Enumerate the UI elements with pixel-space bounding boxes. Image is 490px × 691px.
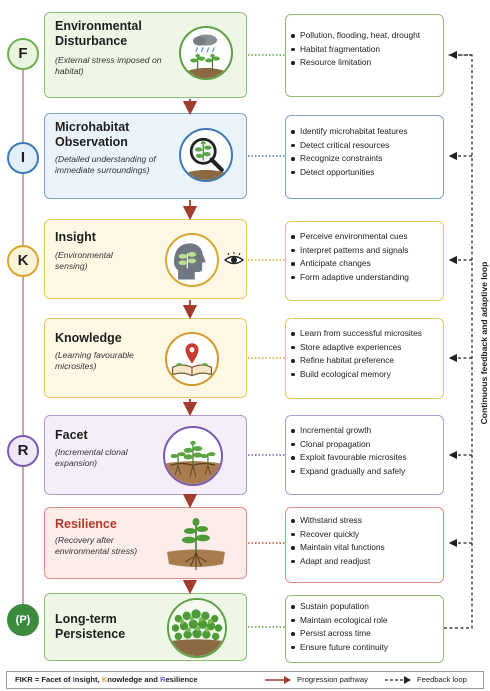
stage-environmental-disturbance: Environmental Disturbance (External stre… (44, 12, 247, 98)
letter-k-circle: K (7, 245, 39, 277)
legend-knowledge-initial: K (101, 675, 108, 684)
legend-progression-arrow-icon (265, 676, 291, 684)
legend-feedback-arrow-icon (385, 676, 411, 684)
list-item: Refine habitat preference (286, 354, 443, 368)
list-item: Detect opportunities (286, 166, 443, 180)
list-item: Recognize constraints (286, 152, 443, 166)
stage-knowledge: Knowledge (Learning favourable microsite… (44, 318, 247, 398)
letter-i-circle: I (7, 142, 39, 174)
list-item: Store adaptive experiences (286, 341, 443, 355)
legend-progression-label: Progression pathway (297, 675, 368, 684)
stage-microhabitat-observation: Microhabitat Observation (Detailed under… (44, 113, 247, 199)
dense-plant-population-icon (167, 598, 227, 658)
list-item: Ensure future continuity (286, 641, 443, 655)
legend: FIKR = Facet of Insight, Knowledge and R… (6, 671, 484, 689)
list-item: Clonal propagation (286, 438, 443, 452)
stage-subtitle: (Environmental sensing) (55, 250, 113, 271)
stage-title: Insight (55, 230, 96, 244)
legend-insight-initial: I (72, 675, 75, 684)
bullets-microhabitat-observation: Identify microhabitat features Detect cr… (285, 115, 444, 199)
list-item: Maintain vital functions (286, 541, 443, 555)
legend-prefix: FIKR = Facet of (15, 675, 73, 684)
list-item: Perceive environmental cues (286, 230, 443, 244)
feedback-loop-line (444, 54, 473, 629)
list-item: Persist across time (286, 627, 443, 641)
stage-subtitle: (Detailed understanding of immediate sur… (55, 154, 156, 175)
stage-title: Environmental Disturbance (55, 19, 142, 48)
stage-subtitle: (External stress imposed on habitat) (55, 55, 162, 76)
list-item: Withstand stress (286, 514, 443, 528)
bullets-long-term-persistence: Sustain population Maintain ecological r… (285, 595, 444, 663)
bullets-knowledge: Learn from successful microsites Store a… (285, 318, 444, 399)
head-with-eye-icon (165, 233, 219, 287)
legend-resilience-rest: esilience (165, 675, 198, 684)
clonal-plants-icon (163, 426, 223, 486)
book-with-pin-icon (165, 332, 219, 386)
list-item: Adapt and readjust (286, 555, 443, 569)
list-item: Pollution, flooding, heat, drought (286, 29, 443, 43)
stage-title: Long-term Persistence (55, 612, 126, 641)
feedback-loop-label-text: Continuous feedback and adaptive loop (479, 261, 489, 425)
legend-feedback-label: Feedback loop (417, 675, 467, 684)
stage-insight: Insight (Environmental sensing) (44, 219, 247, 299)
legend-knowledge-rest: nowledge and (107, 675, 160, 684)
bullets-insight: Perceive environmental cues Interpret pa… (285, 221, 444, 301)
legend-resilience-initial: R (159, 675, 166, 684)
list-item: Interpret patterns and signals (286, 244, 443, 258)
magnifying-glass-icon (179, 128, 233, 182)
feedback-loop (444, 50, 473, 629)
list-item: Habitat fragmentation (286, 43, 443, 57)
stage-subtitle: (Learning favourable microsites) (55, 350, 134, 371)
stage-title: Microhabitat Observation (55, 120, 130, 149)
list-item: Detect critical resources (286, 139, 443, 153)
stage-title: Knowledge (55, 331, 122, 345)
stage-facet: Facet (Incremental clonal expansion) (44, 415, 247, 495)
stage-title: Resilience (55, 517, 117, 531)
feedback-loop-label: Continuous feedback and adaptive loop (478, 234, 490, 454)
stage-subtitle: (Incremental clonal expansion) (55, 447, 128, 468)
letter-r-circle: R (7, 435, 39, 467)
fikr-spine-line (22, 40, 24, 630)
bullets-resilience: Withstand stress Recover quickly Maintai… (285, 507, 444, 583)
seedling-with-roots-icon (165, 512, 227, 576)
eye-icon (223, 252, 245, 268)
list-item: Expand gradually and safely (286, 465, 443, 479)
stage-title: Facet (55, 428, 88, 442)
list-item: Learn from successful microsites (286, 327, 443, 341)
list-item: Anticipate changes (286, 257, 443, 271)
list-item: Resource limitation (286, 56, 443, 70)
list-item: Maintain ecological role (286, 614, 443, 628)
letter-f-circle: F (7, 38, 39, 70)
list-item: Recover quickly (286, 528, 443, 542)
stage-resilience: Resilience (Recovery after environmental… (44, 507, 247, 579)
stage-subtitle: (Recovery after environmental stress) (55, 535, 138, 556)
list-item: Incremental growth (286, 424, 443, 438)
rain-cloud-plants-icon (179, 26, 233, 80)
legend-fikr-definition: FIKR = Facet of Insight, Knowledge and R… (15, 672, 198, 688)
stage-long-term-persistence: Long-term Persistence (44, 593, 247, 661)
bullets-environmental-disturbance: Pollution, flooding, heat, drought Habit… (285, 14, 444, 97)
legend-insight-rest: nsight, (74, 675, 102, 684)
list-item: Build ecological memory (286, 368, 443, 382)
bullets-facet: Incremental growth Clonal propagation Ex… (285, 415, 444, 495)
list-item: Form adaptive understanding (286, 271, 443, 285)
letter-p-circle: (P) (7, 604, 39, 636)
list-item: Identify microhabitat features (286, 125, 443, 139)
list-item: Exploit favourable microsites (286, 451, 443, 465)
list-item: Sustain population (286, 600, 443, 614)
